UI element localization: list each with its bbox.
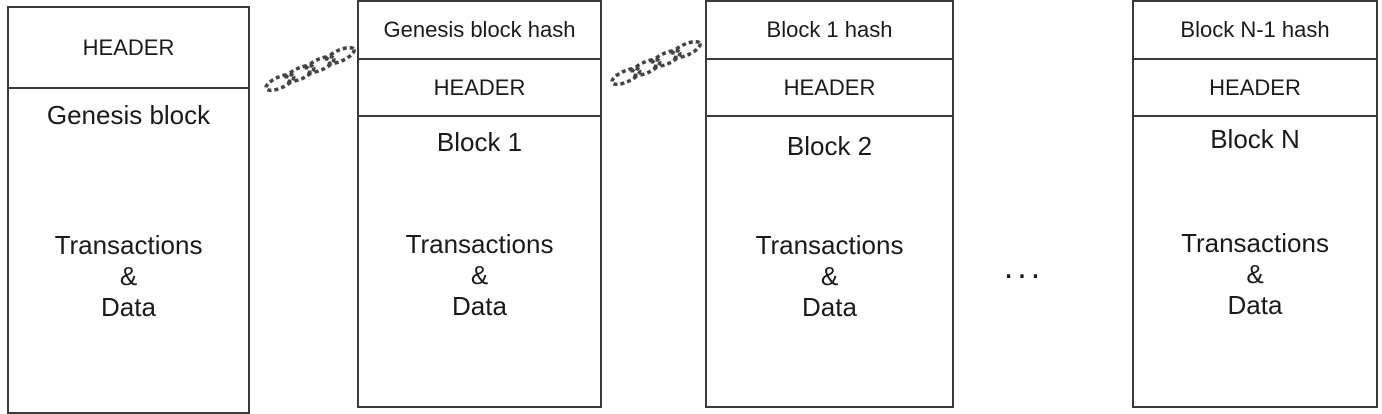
body-line-ampersand: & (119, 261, 138, 291)
body-line-transactions: Transactions (405, 229, 554, 259)
block-2-header: HEADER (707, 60, 952, 117)
genesis-block-title: Genesis block (46, 100, 211, 130)
block-2-header-label: HEADER (783, 74, 876, 100)
block-1-body: Transactions & Data (359, 229, 600, 322)
block-n-prev-hash-label: Block N-1 hash (1180, 17, 1330, 42)
body-line-ampersand: & (820, 261, 839, 291)
block-2: Block 1 hash HEADER Block 2 Transactions… (705, 0, 954, 408)
body-line-data: Data (802, 292, 857, 322)
body-line-data: Data (452, 291, 507, 321)
block-n: Block N-1 hash HEADER Block N Transactio… (1132, 0, 1378, 408)
body-line-data: Data (1227, 290, 1283, 320)
block-n-title: Block N (1210, 124, 1300, 154)
block-n-header: HEADER (1134, 60, 1376, 117)
block-1-header: HEADER (359, 60, 600, 117)
chain-link-icon (610, 39, 702, 87)
genesis-header: HEADER (9, 8, 248, 89)
block-2-title: Block 2 (786, 131, 873, 161)
genesis-block: HEADER Genesis block Transactions & Data (7, 6, 250, 414)
body-line-data: Data (101, 292, 156, 322)
block-1-prev-hash-label: Genesis block hash (383, 17, 576, 42)
body-line-transactions: Transactions (54, 230, 203, 260)
body-line-ampersand: & (470, 260, 489, 290)
body-line-ampersand: & (1246, 259, 1264, 289)
block-2-body: Transactions & Data (707, 230, 952, 323)
block-n-prev-hash: Block N-1 hash (1134, 2, 1376, 60)
block-1-header-label: HEADER (433, 74, 526, 100)
block-2-prev-hash: Block 1 hash (707, 2, 952, 60)
block-1-title: Block 1 (436, 127, 523, 157)
body-line-transactions: Transactions (1181, 228, 1329, 258)
block-n-body: Transactions & Data (1134, 228, 1376, 321)
block-1-prev-hash: Genesis block hash (359, 2, 600, 60)
block-1: Genesis block hash HEADER Block 1 Transa… (357, 0, 602, 408)
chain-link-icon (264, 45, 356, 93)
body-line-transactions: Transactions (755, 230, 904, 260)
genesis-header-label: HEADER (82, 34, 175, 60)
block-n-header-label: HEADER (1209, 74, 1301, 100)
block-2-prev-hash-label: Block 1 hash (766, 17, 893, 42)
genesis-block-body: Transactions & Data (9, 230, 248, 323)
ellipsis: ... (1003, 248, 1045, 286)
